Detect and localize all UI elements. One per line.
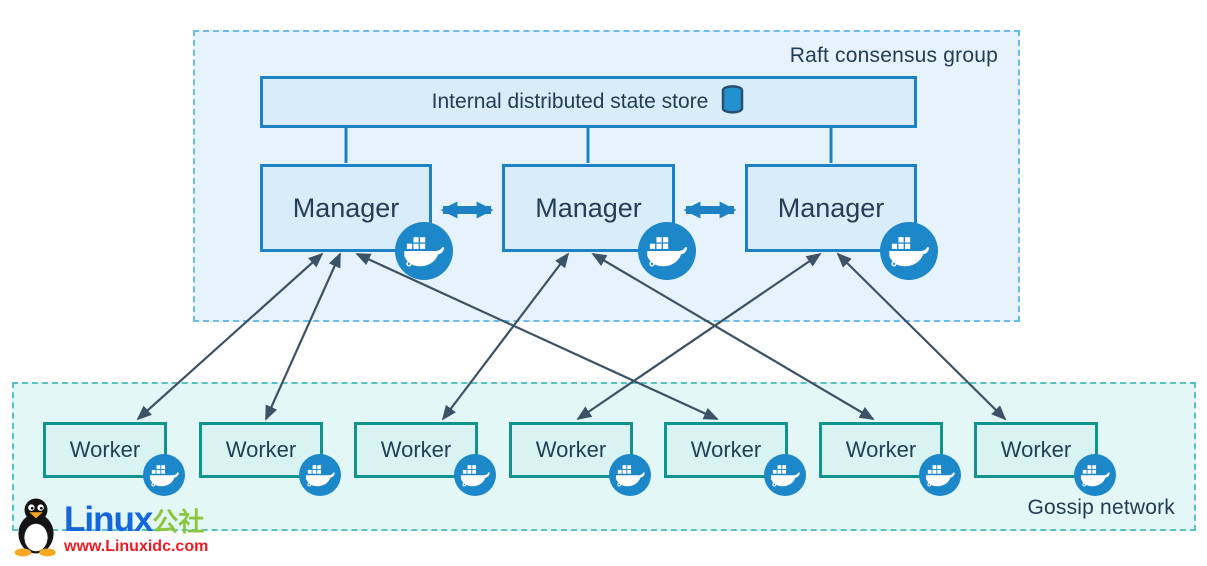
docker-whale-icon bbox=[395, 222, 453, 280]
manager-node-3: Manager bbox=[745, 164, 917, 252]
docker-whale-icon bbox=[609, 454, 651, 496]
docker-whale-icon bbox=[919, 454, 961, 496]
worker-node-5: Worker bbox=[664, 422, 788, 478]
watermark-url: www.Linuxidc.com bbox=[64, 538, 209, 555]
state-store-box: Internal distributed state store bbox=[260, 76, 917, 128]
gossip-network-label: Gossip network bbox=[1027, 496, 1175, 519]
docker-whale-icon bbox=[1074, 454, 1116, 496]
state-store-label: Internal distributed state store bbox=[431, 90, 709, 113]
raft-group-label: Raft consensus group bbox=[789, 44, 998, 67]
worker-label: Worker bbox=[1000, 437, 1072, 462]
worker-label: Worker bbox=[535, 437, 607, 462]
docker-whale-icon bbox=[299, 454, 341, 496]
watermark-brand: Linux bbox=[64, 500, 153, 539]
manager-label: Manager bbox=[777, 192, 885, 223]
manager-label: Manager bbox=[535, 192, 642, 223]
worker-label: Worker bbox=[225, 437, 297, 462]
worker-node-7: Worker bbox=[974, 422, 1098, 478]
tux-icon bbox=[10, 494, 62, 563]
worker-label: Worker bbox=[845, 437, 917, 462]
manager-node-1: Manager bbox=[260, 164, 432, 252]
watermark-suffix: 公社 bbox=[152, 507, 205, 537]
docker-whale-icon bbox=[454, 454, 496, 496]
docker-whale-icon bbox=[143, 454, 185, 496]
manager-label: Manager bbox=[292, 192, 400, 223]
docker-whale-icon bbox=[638, 222, 696, 280]
worker-node-4: Worker bbox=[509, 422, 633, 478]
docker-whale-icon bbox=[764, 454, 806, 496]
docker-whale-icon bbox=[880, 222, 938, 280]
worker-label: Worker bbox=[380, 437, 452, 462]
worker-label: Worker bbox=[690, 437, 762, 462]
worker-label: Worker bbox=[69, 437, 141, 462]
database-icon bbox=[720, 84, 745, 120]
